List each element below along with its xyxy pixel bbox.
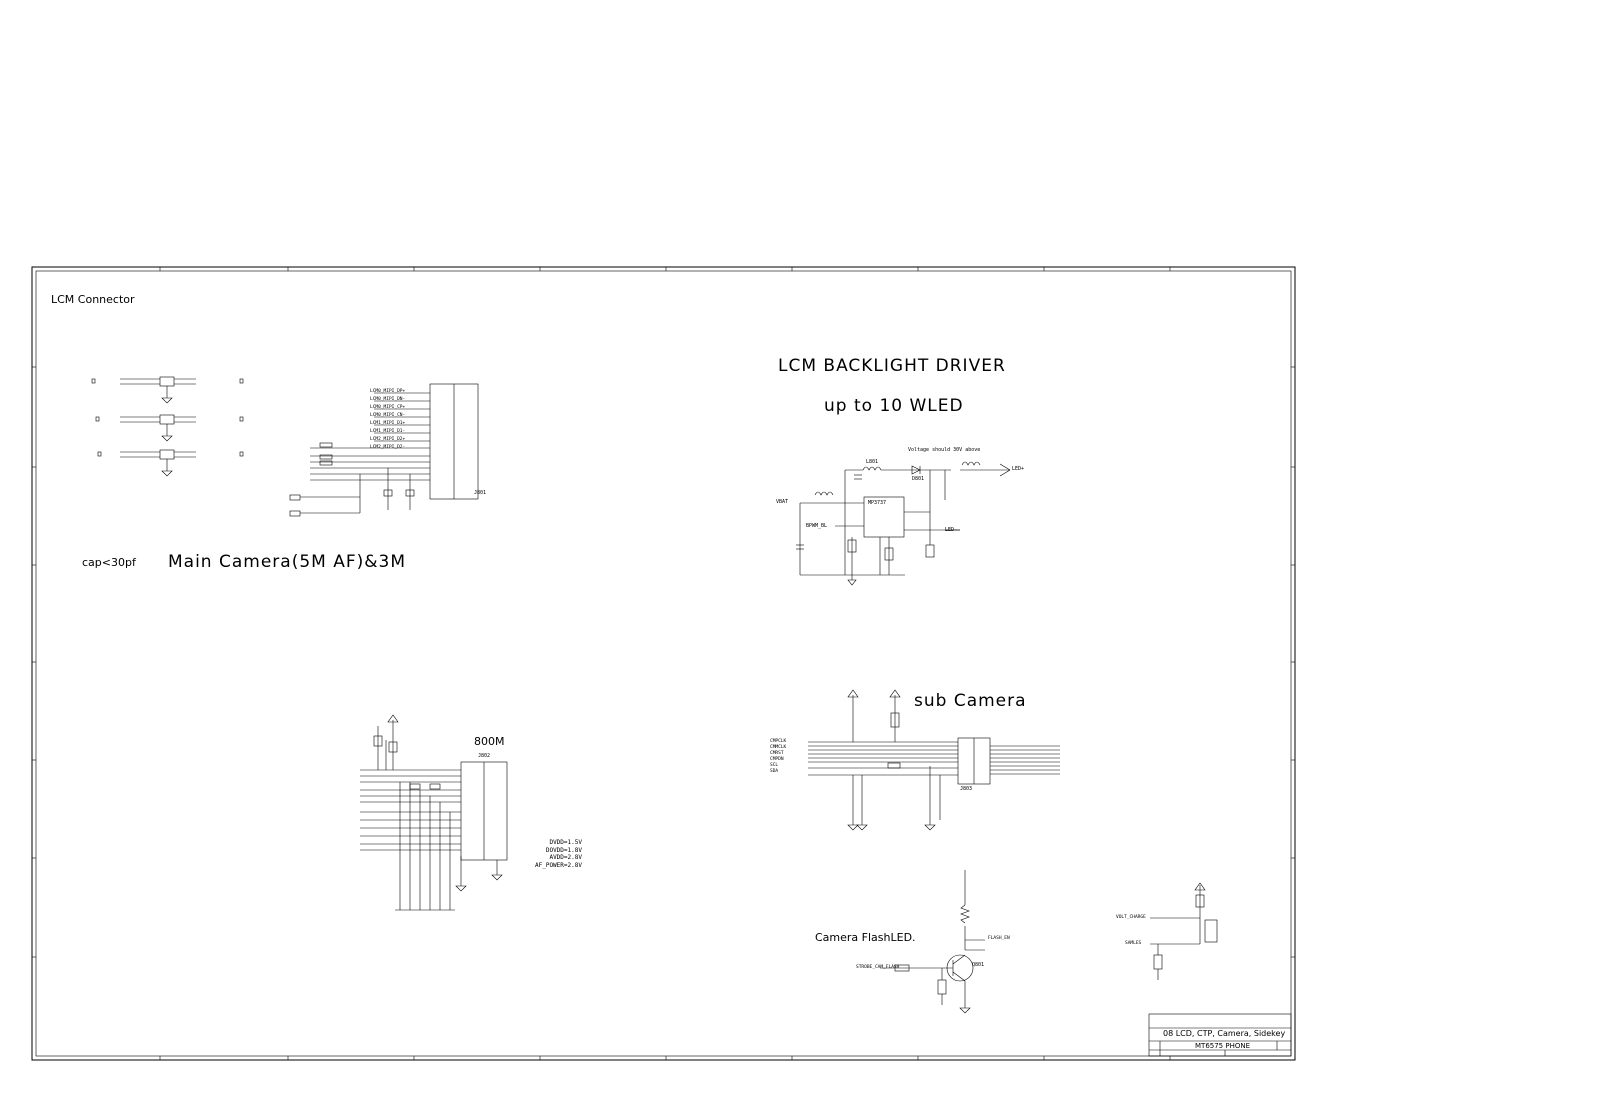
cap-note-label: cap<30pf [82,556,136,569]
power-notes: DVDD=1.5V DOVDD=1.8V AVDD=2.8V AF_POWER=… [535,839,582,869]
backlight-ic-label: MP3737 [868,500,887,506]
sub-camera-title: sub Camera [914,691,1027,711]
sub-cam-connector-label: J803 [960,786,973,792]
net-volt-charge: VOLT_CHARGE [1116,915,1146,920]
net-bpwm: BPWM_BL [806,523,828,529]
subcam-net-labels: CMPCLK CMMCLK CMRST CMPDN SCL SDA [770,739,786,775]
net-label: LCM1_MIPI_D1+ [370,421,406,426]
backlight-driver-title: LCM BACKLIGHT DRIVER [778,356,1006,376]
backlight-driver-subtitle: up to 10 WLED [824,396,964,416]
voltage-note: Voltage should 30V above [908,447,981,453]
power-note-dovdd: DOVDD=1.8V [545,846,582,854]
camera-800m-label: 800M [474,735,505,748]
power-note-avdd: AVDD=2.8V [549,854,582,861]
net-label: CMRST [770,751,784,756]
power-note-dvdd: DVDD=1.5V [549,839,582,846]
flash-led-circuit [880,870,985,1014]
net-label: SDA [770,769,779,774]
net-led-plus: LED+ [1012,466,1025,472]
net-label: LCM0_MIPI_CP+ [370,405,406,410]
sidekey-circuit [1150,882,1218,980]
net-label: CMMCLK [770,745,787,750]
net-label: CMPCLK [770,739,787,744]
lcm-esd-filters [91,376,244,477]
net-label: LCM0_MIPI_DP+ [370,389,406,394]
backlight-driver-circuit [796,461,1011,586]
net-label: LCM2_MIPI_D2+ [370,437,406,442]
net-label: LCM1_MIPI_D1- [370,429,406,434]
title-block-frame [1148,1013,1292,1057]
backlight-diode-label: D801 [912,476,925,482]
main-cam-connector-label: J802 [478,753,491,759]
net-samles: SAMLES [1125,941,1142,946]
camera-800m-circuit [360,714,508,911]
net-flash-en: FLASH_EN [988,936,1010,941]
net-strobe: STROBE_CAM_FLASH [856,965,900,970]
net-label: LCM0_MIPI_CN- [370,413,406,418]
main-camera-title: Main Camera(5M AF)&3M [168,552,406,572]
lcm-connector-label: J801 [474,490,487,496]
lcm-connector-title: LCM Connector [51,293,135,306]
title-block-project: MT6575 PHONE [1195,1042,1251,1050]
sheet-frame [31,266,1296,1061]
net-label: LCM2_MIPI_D2- [370,445,406,450]
lcm-connector-block [289,383,479,517]
backlight-inductor-label: L801 [866,459,879,465]
net-label: LCM0_MIPI_DN- [370,397,406,402]
flash-transistor-label: Q801 [972,962,985,968]
title-block-sheet-title: 08 LCD, CTP, Camera, Sidekey [1163,1029,1286,1038]
net-label: CMPDN [770,757,784,762]
net-led-minus: LED- [945,527,958,533]
net-label: SCL [770,763,779,768]
net-vbat: VBAT [776,499,789,505]
lcm-net-labels: LCM0_MIPI_DP+ LCM0_MIPI_DN- LCM0_MIPI_CP… [370,388,405,452]
sub-camera-circuit [808,689,1060,831]
flash-led-title: Camera FlashLED. [815,931,916,944]
power-note-af: AF_POWER=2.8V [535,861,582,869]
